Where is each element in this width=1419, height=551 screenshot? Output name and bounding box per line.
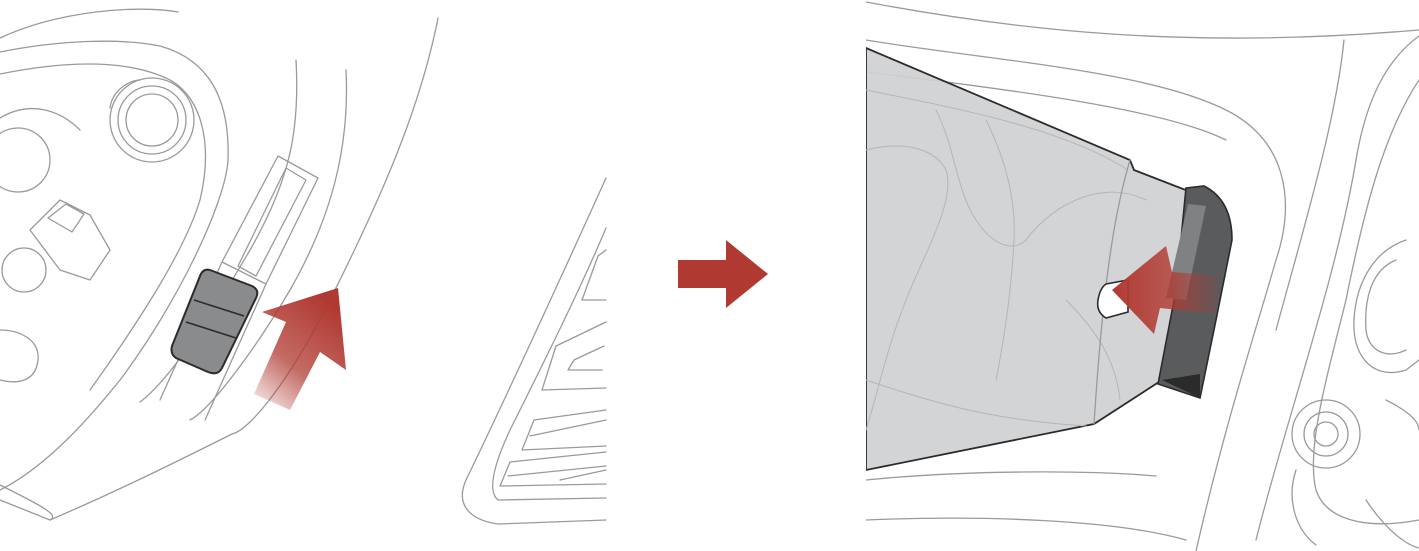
vent-frame [462, 178, 606, 524]
pivot-small [0, 128, 50, 192]
pivot-outer-ring [110, 78, 194, 162]
step-arrow [676, 236, 772, 312]
step-2-panel [866, 0, 1419, 551]
mount-plate [1313, 80, 1419, 524]
step-1-panel [0, 0, 610, 551]
step-arrow-icon [676, 236, 772, 312]
shell-top [866, 2, 1419, 38]
shell-outline [0, 9, 178, 38]
helmet-latch-illustration [0, 0, 610, 551]
slide-arrow-icon [254, 288, 346, 410]
helmet-visor-illustration [866, 0, 1419, 551]
latch-slider [172, 270, 258, 374]
